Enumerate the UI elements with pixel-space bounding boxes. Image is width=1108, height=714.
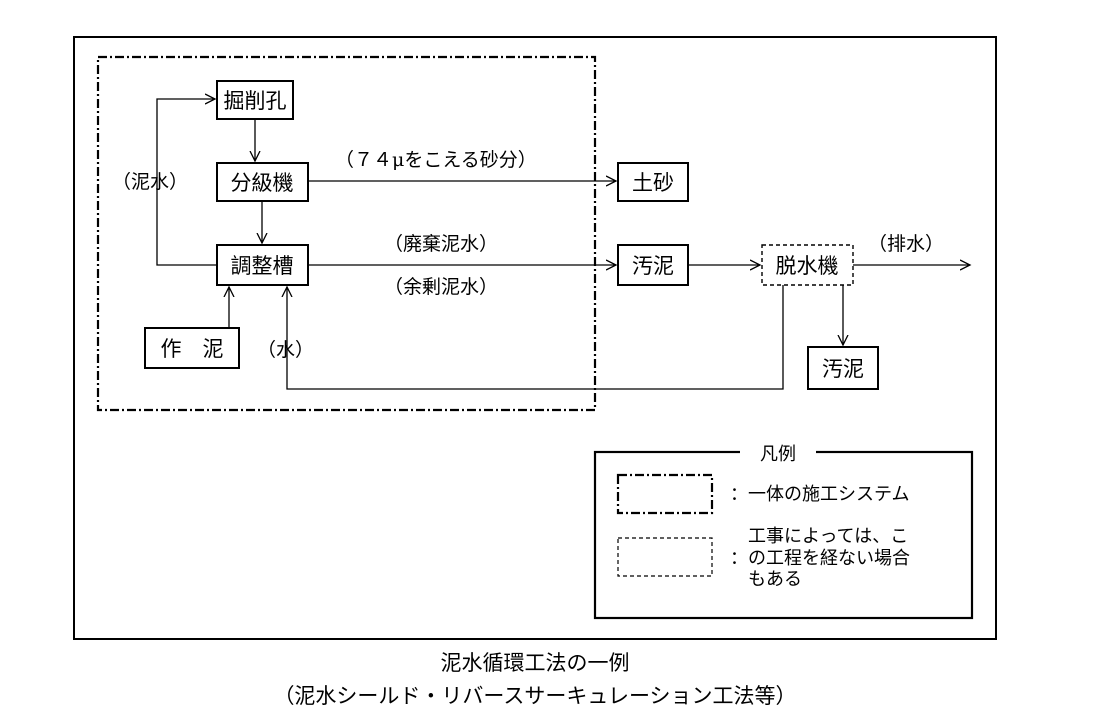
legend-item1-text: ：一体の施工システム [730, 484, 909, 505]
node-odei-1: 汚泥 [617, 244, 689, 286]
node-odei-2-label: 汚泥 [822, 357, 864, 381]
node-dassuiki: 脱水機 [761, 244, 854, 286]
legend-item2-line2: ：の工程を経ない場合 [730, 548, 910, 569]
node-chouseisou-label: 調整槽 [231, 254, 294, 278]
legend: 凡例 ：一体の施工システム 工事によっては、こ ：の工程を経ない場合 もある [593, 441, 974, 620]
outer-frame [73, 36, 997, 640]
label-sand: （７４μをこえる砂分） [335, 149, 537, 171]
node-dosha: 土砂 [617, 162, 689, 202]
node-sakudei: 作 泥 [144, 327, 240, 369]
node-dosha-label: 土砂 [632, 171, 674, 195]
label-deisui: （泥水） [112, 171, 188, 193]
caption-title: 泥水循環工法の一例 [441, 651, 630, 675]
arrow-deisui-return [156, 99, 217, 266]
arrow-mizu-return [287, 285, 784, 390]
node-dassuiki-label: 脱水機 [776, 254, 839, 278]
legend-item2-line3: もある [748, 569, 802, 590]
node-odei-2: 汚泥 [807, 346, 879, 390]
node-bunkyuki: 分級機 [216, 162, 309, 202]
label-yojou-deisui: （余剰泥水） [384, 276, 498, 298]
node-chouseisou: 調整槽 [216, 244, 309, 286]
legend-title: 凡例 [760, 444, 796, 465]
node-kussakuko-label: 掘削孔 [224, 89, 287, 113]
caption-subtitle: （泥水シールド・リバースサーキュレーション工法等） [273, 684, 796, 708]
label-haiki-deisui: （廃棄泥水） [384, 233, 498, 255]
node-odei-1-label: 汚泥 [632, 254, 674, 278]
legend-item2-line1: 工事によっては、こ [748, 526, 908, 547]
node-kussakuko: 掘削孔 [216, 80, 294, 120]
label-mizu: （水） [257, 339, 314, 361]
node-bunkyuki-label: 分級機 [231, 171, 294, 195]
legend-dashdot-swatch [616, 473, 714, 515]
label-haisui: （排水） [868, 233, 944, 255]
legend-dashed-swatch [617, 537, 713, 577]
node-sakudei-label: 作 泥 [161, 337, 224, 361]
